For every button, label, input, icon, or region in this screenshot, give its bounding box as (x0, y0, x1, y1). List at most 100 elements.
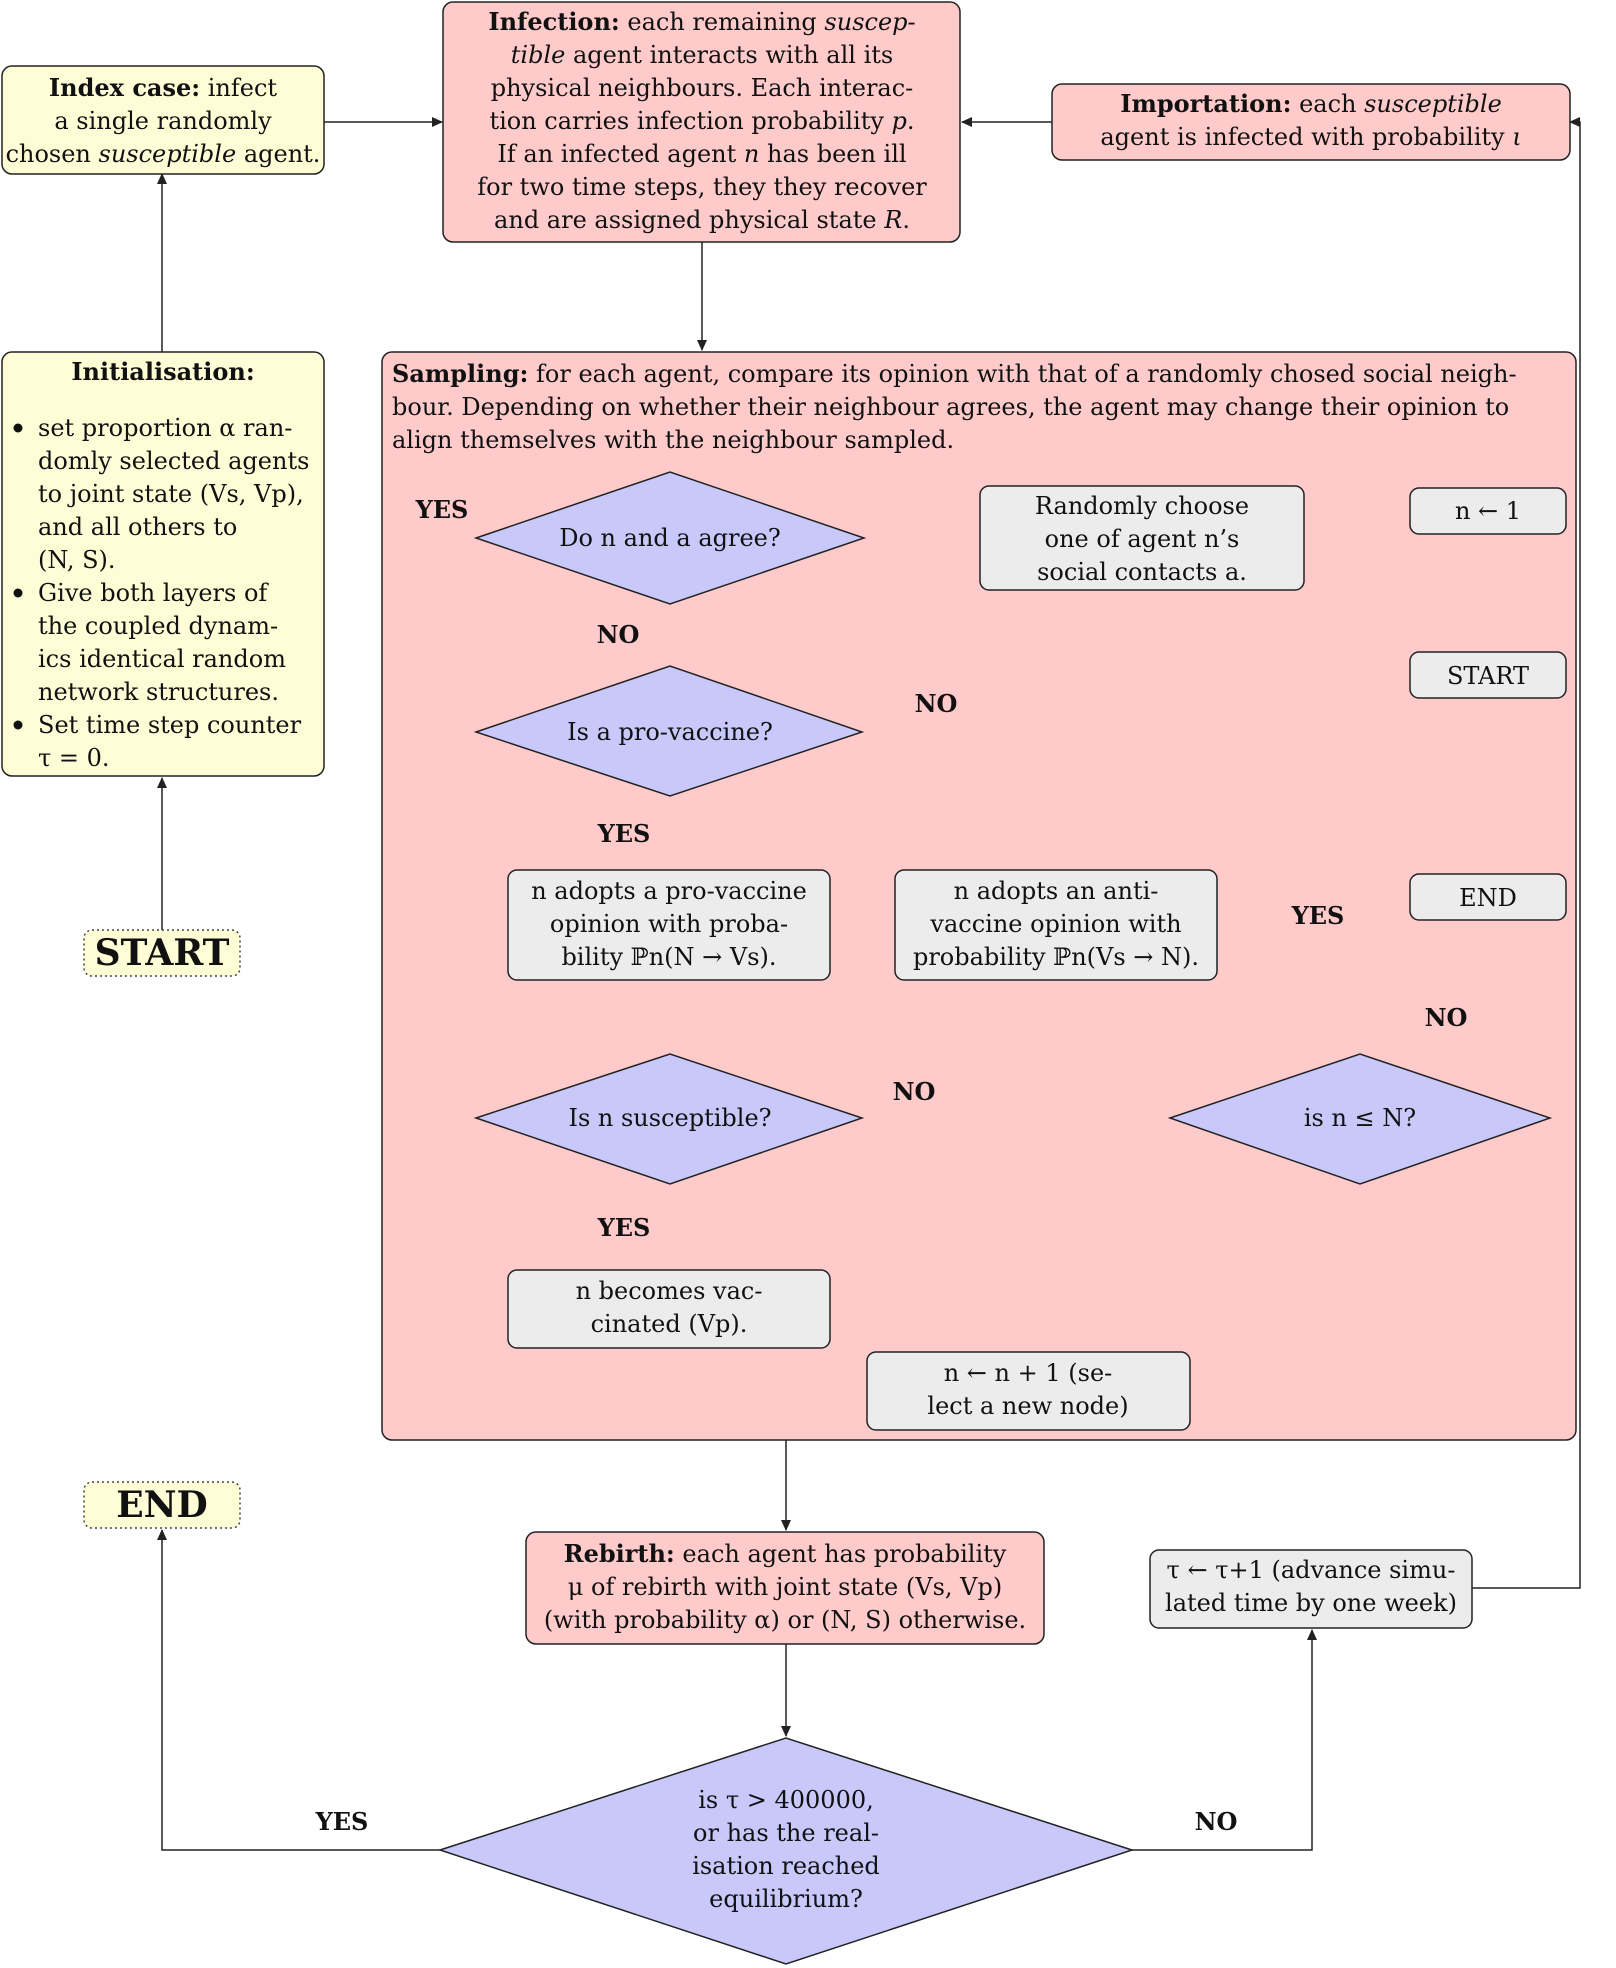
next-node-box: n ← n + 1 (se- lect a new node) (866, 1351, 1191, 1431)
vaccinated-rect (507, 1269, 831, 1349)
init-b1-l3: to joint state (Vs, Vp), (38, 480, 304, 508)
edge-labels: YES NO NO YES NO YES YES NO YES NO (315, 495, 1468, 1836)
stop-line4: equilibrium? (709, 1885, 863, 1913)
infection-line7: and are assigned physical state R. (494, 206, 910, 234)
init-b2-l3: ics identical random (38, 645, 286, 673)
index-case-box: Index case: infect a single randomly cho… (1, 65, 325, 175)
choose-line2: one of agent n’s (1045, 525, 1240, 553)
le-n-decision: is n ≤ N? (1167, 1053, 1553, 1185)
index-case-line2: a single randomly (54, 107, 272, 135)
vaccinated-line1: n becomes vac- (576, 1277, 763, 1305)
vaccinated-line2: cinated (Vp). (591, 1310, 748, 1338)
bullet-dot-2 (13, 588, 23, 598)
bullet-dot-1 (13, 423, 23, 433)
end-terminal: END (83, 1481, 241, 1529)
init-b3-l1: Set time step counter (38, 711, 302, 739)
sampling-line1: Sampling: for each agent, compare its op… (392, 359, 1517, 388)
adopt-anti-box: n adopts an anti- vaccine opinion with p… (894, 869, 1218, 981)
pro-vaccine-label: Is a pro-vaccine? (567, 718, 773, 746)
le-n-diamond (1167, 1053, 1553, 1185)
choose-contact-rect (979, 485, 1305, 591)
le-n-label: is n ≤ N? (1304, 1104, 1416, 1132)
n-assign-label: n ← 1 (1455, 497, 1521, 525)
infection-line6: for two time steps, they they recover (477, 173, 927, 201)
advance-box: τ ← τ+1 (advance simu- lated time by one… (1149, 1549, 1473, 1629)
label-pro-yes: YES (597, 819, 651, 848)
advance-rect (1149, 1549, 1473, 1629)
sampling-line3: align themselves with the neighbour samp… (392, 426, 954, 454)
next-node-line1: n ← n + 1 (se- (944, 1359, 1113, 1387)
init-b1-l1: set proportion α ran- (38, 414, 292, 442)
label-le-n-yes: YES (1291, 901, 1345, 930)
next-node-rect (866, 1351, 1191, 1431)
init-b3-l2: τ = 0. (38, 744, 110, 772)
label-susceptible-no: NO (893, 1077, 936, 1106)
init-b1-l2: domly selected agents (38, 447, 309, 475)
rebirth-line3: (with probability α) or (N, S) otherwise… (544, 1606, 1026, 1634)
adopt-anti-rect (894, 869, 1218, 981)
rebirth-box: Rebirth: each agent has probability μ of… (525, 1531, 1045, 1645)
vaccinated-box: n becomes vac- cinated (Vp). (507, 1269, 831, 1349)
edge-stop-no-to-advance (1132, 1629, 1317, 1851)
pro-vaccine-decision: Is a pro-vaccine? (473, 665, 865, 797)
label-agree-no: NO (597, 620, 640, 649)
init-b1-l5: (N, S). (38, 546, 116, 574)
agree-decision: Do n and a agree? (473, 471, 867, 605)
susceptible-diamond (473, 1053, 865, 1185)
start-small-label: START (1447, 662, 1529, 690)
label-susceptible-yes: YES (597, 1213, 651, 1242)
sampling-line2: bour. Depending on whether their neighbo… (392, 393, 1509, 421)
edge-advance-to-importation (1472, 117, 1581, 1589)
init-b1-l4: and all others to (38, 513, 237, 541)
index-case-line1: Index case: infect (49, 73, 277, 102)
infection-line3: physical neighbours. Each interac- (491, 74, 914, 102)
label-pro-no: NO (915, 689, 958, 718)
end-terminal-label: END (116, 1484, 208, 1526)
rebirth-line2: μ of rebirth with joint state (Vs, Vp) (568, 1573, 1002, 1601)
stop-line3: isation reached (692, 1852, 880, 1880)
infection-line2: tible agent interacts with all its (511, 41, 893, 69)
importation-line1: Importation: each susceptible (1120, 89, 1502, 118)
advance-line1: τ ← τ+1 (advance simu- (1167, 1556, 1456, 1584)
edge-stop-yes-to-end (157, 1529, 440, 1851)
adopt-pro-line3: bility ℙn(N → Vs). (561, 943, 776, 971)
n-assign-rect (1409, 487, 1567, 535)
infection-rect (442, 1, 961, 243)
adopt-anti-line2: vaccine opinion with (929, 910, 1181, 938)
adopt-pro-box: n adopts a pro-vaccine opinion with prob… (507, 869, 831, 981)
importation-line2: agent is infected with probability ι (1100, 123, 1521, 151)
label-le-n-no: NO (1425, 1003, 1468, 1032)
choose-line1: Randomly choose (1035, 492, 1249, 520)
init-b2-l4: network structures. (38, 678, 279, 706)
initialisation-title: Initialisation: (71, 357, 254, 386)
start-terminal-rect (83, 929, 241, 977)
advance-line2: lated time by one week) (1165, 1589, 1457, 1617)
infection-box: Infection: each remaining suscep- tible … (442, 1, 961, 243)
adopt-pro-rect (507, 869, 831, 981)
initialisation-box: Initialisation: set proportion α ran- do… (1, 351, 325, 777)
susceptible-label: Is n susceptible? (568, 1104, 771, 1132)
adopt-anti-line1: n adopts an anti- (954, 877, 1159, 905)
adopt-anti-line3: probability ℙn(Vs → N). (913, 943, 1199, 971)
stop-decision: is τ > 400000, or has the real- isation … (437, 1737, 1135, 1965)
importation-box: Importation: each susceptible agent is i… (1051, 83, 1571, 161)
choose-contact-box: Randomly choose one of agent n’s social … (979, 485, 1305, 591)
stop-diamond (437, 1737, 1135, 1965)
label-agree-yes: YES (415, 495, 469, 524)
initialisation-rect (1, 351, 325, 777)
stop-line1: is τ > 400000, (698, 1786, 874, 1814)
end-small-box: END (1409, 873, 1567, 921)
stop-line2: or has the real- (693, 1819, 879, 1847)
rebirth-line1: Rebirth: each agent has probability (564, 1539, 1007, 1568)
n-assign-box: n ← 1 (1409, 487, 1567, 535)
susceptible-decision: Is n susceptible? (473, 1053, 865, 1185)
rebirth-rect (525, 1531, 1045, 1645)
start-small-rect (1409, 651, 1567, 699)
adopt-pro-line1: n adopts a pro-vaccine (531, 877, 807, 905)
end-small-label: END (1459, 884, 1517, 912)
agree-label: Do n and a agree? (559, 524, 781, 552)
end-terminal-rect (83, 1481, 241, 1529)
start-terminal-label: START (95, 932, 230, 974)
adopt-pro-line2: opinion with proba- (550, 910, 788, 938)
